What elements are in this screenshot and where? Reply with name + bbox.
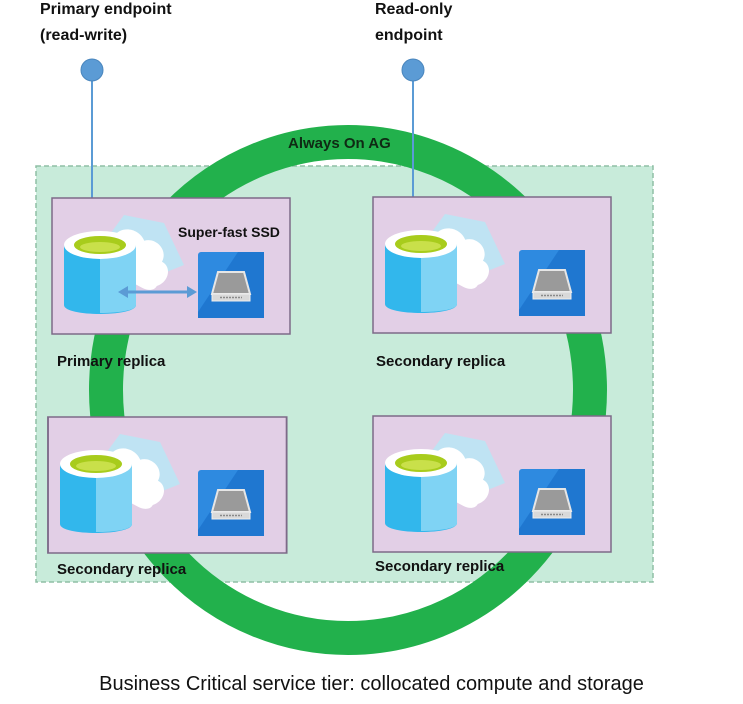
replica-label-secondary-top-right: Secondary replica <box>376 353 506 370</box>
ssd-icon <box>198 470 264 536</box>
double-arrow-icon <box>118 286 197 298</box>
replica-icons-secondary-bottom-right <box>385 433 585 535</box>
readonly-endpoint-label-line1: Read-only <box>375 1 453 18</box>
database-icon <box>60 450 132 533</box>
replica-label-primary: Primary replica <box>57 353 166 370</box>
ssd-icon <box>198 252 264 318</box>
replica-label-secondary-bottom-right: Secondary replica <box>375 558 505 575</box>
readonly-endpoint-dot-icon[interactable] <box>401 58 425 82</box>
always-on-ag-label: Always On AG <box>288 135 391 152</box>
readonly-endpoint-label: Read-only endpoint <box>375 0 525 49</box>
ssd-icon <box>519 250 585 316</box>
primary-endpoint-label: Primary endpoint (read-write) <box>40 0 240 49</box>
replica-icons-primary <box>64 215 264 318</box>
primary-endpoint-dot-icon[interactable] <box>80 58 104 82</box>
always-on-ring <box>89 125 607 655</box>
super-fast-ssd-label: Super-fast SSD <box>178 224 280 240</box>
primary-endpoint-label-line2: (read-write) <box>40 27 128 44</box>
database-icon <box>385 230 457 313</box>
readonly-endpoint-label-line2: endpoint <box>375 27 443 44</box>
replica-icons-secondary-top-right <box>385 214 585 316</box>
diagram-caption: Business Critical service tier: collocat… <box>99 673 644 695</box>
ssd-icon <box>519 469 585 535</box>
database-icon <box>385 449 457 532</box>
replica-icons-secondary-bottom-left <box>60 434 264 536</box>
database-icon <box>64 231 136 314</box>
replica-label-secondary-bottom-left: Secondary replica <box>57 561 187 578</box>
primary-endpoint-label-line1: Primary endpoint <box>40 1 172 18</box>
